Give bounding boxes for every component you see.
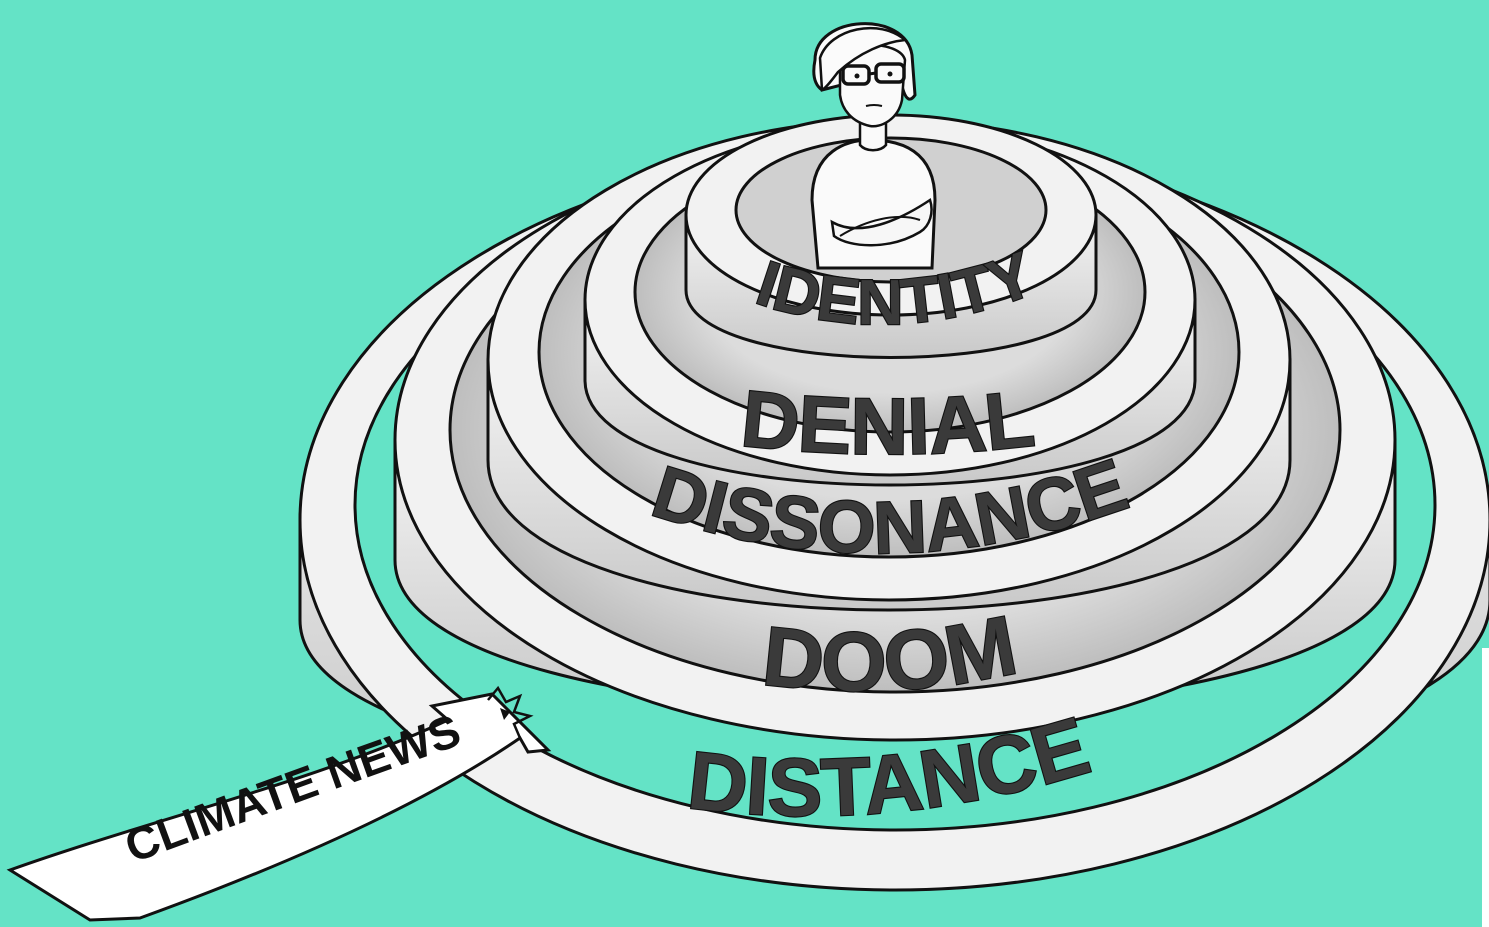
ring-label-denial: DENIAL [738,374,1038,472]
ring-label-doom: DOOM [759,598,1024,709]
edge-panel [1482,648,1489,927]
climate-news-arrow: CLIMATE NEWS [10,688,548,920]
